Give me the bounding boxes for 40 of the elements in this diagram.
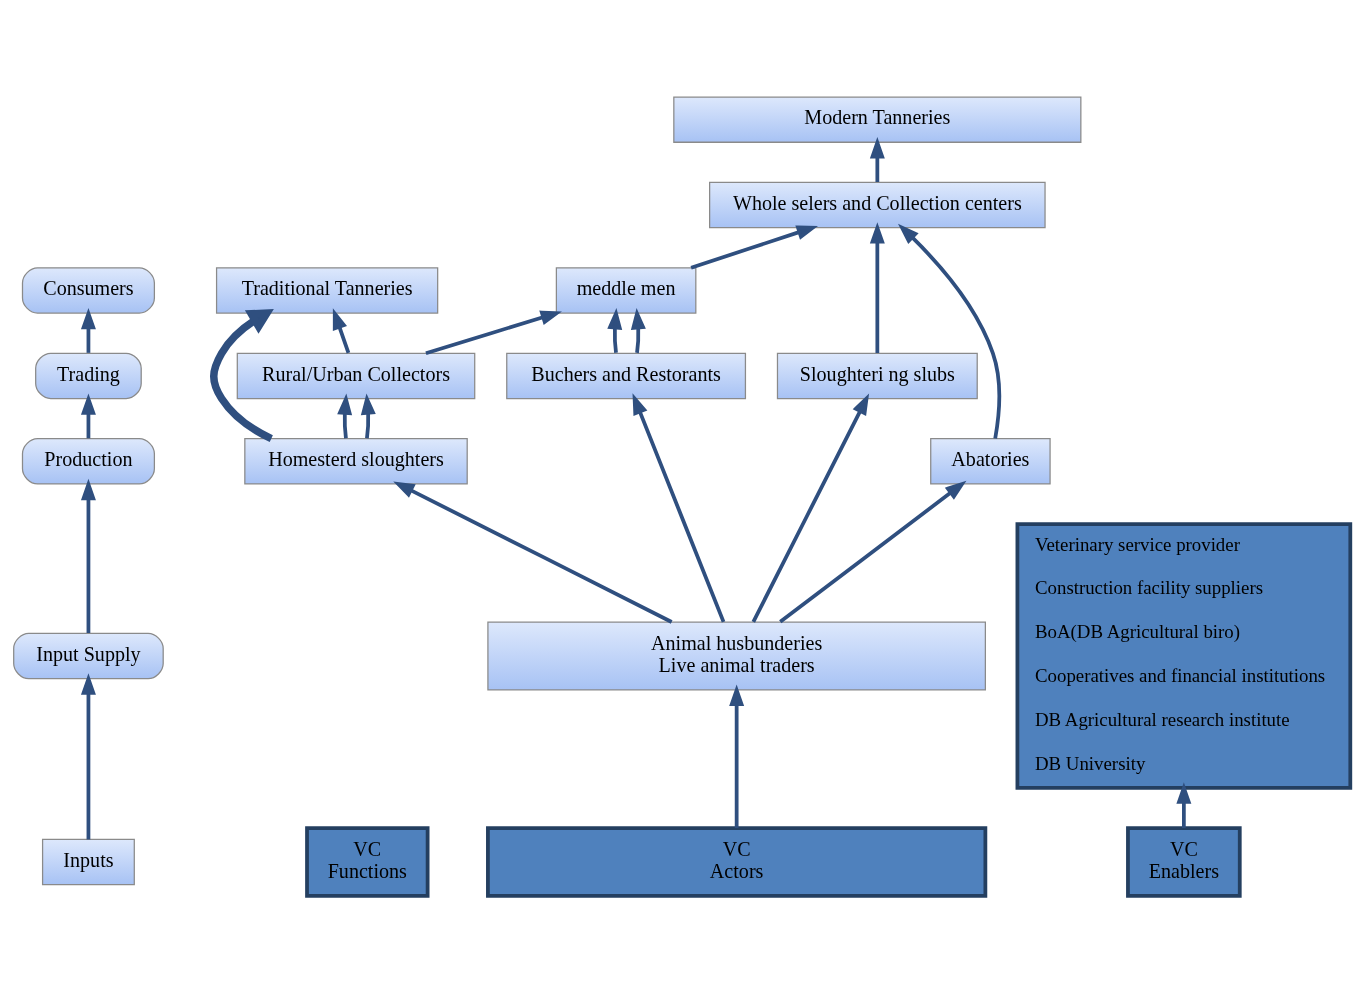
node-box: Buchers and Restorants [506,352,747,399]
arrow [337,392,353,438]
node-box: Whole selers and Collection centers [709,181,1046,228]
node-box: Abatories [930,437,1051,485]
arrow [80,392,96,438]
node-box: Inputs [41,838,135,885]
arrow [425,310,562,355]
node-box: Rural/Urban Collectors [236,352,476,399]
arrow [1176,781,1192,828]
arrow [869,136,885,182]
arrow [360,392,376,439]
arrow [80,478,96,633]
node-box: Traditional Tanneries [215,266,439,314]
node-box: Sloughteri ng slubs [776,352,978,399]
node-box: Input Supply [13,632,164,679]
node-box: Consumers [21,266,155,314]
arrow [690,225,818,270]
node-box: Trading [35,352,142,399]
arrow [869,221,885,353]
node-box: Homesterd sloughters [244,437,468,485]
arrow [332,307,351,353]
arrow [897,223,1002,439]
arrow [210,308,274,442]
arrow [80,307,96,353]
node-box: Modern Tanneries [673,95,1082,143]
node-box: VC Actors [486,825,988,898]
arrow [751,392,870,623]
arrow [779,480,967,623]
node-box: VC Functions [305,825,430,898]
arrow [607,307,623,353]
node-box: Veterinary service provider Construction facility suppliers BoA(DB Agricultural biro) Cooperatives and financial institutions DB Agricultural research institute DB University [1015,521,1353,790]
arrow [729,684,745,828]
node-box: VC Enablers [1126,825,1242,898]
node-box: meddle men [555,266,697,314]
arrow [632,392,726,623]
arrow [630,307,646,353]
arrow [80,672,96,839]
node-box: Animal husbunderies Live animal traders [487,621,986,691]
arrow [393,480,673,624]
node-box: Production [21,437,155,485]
